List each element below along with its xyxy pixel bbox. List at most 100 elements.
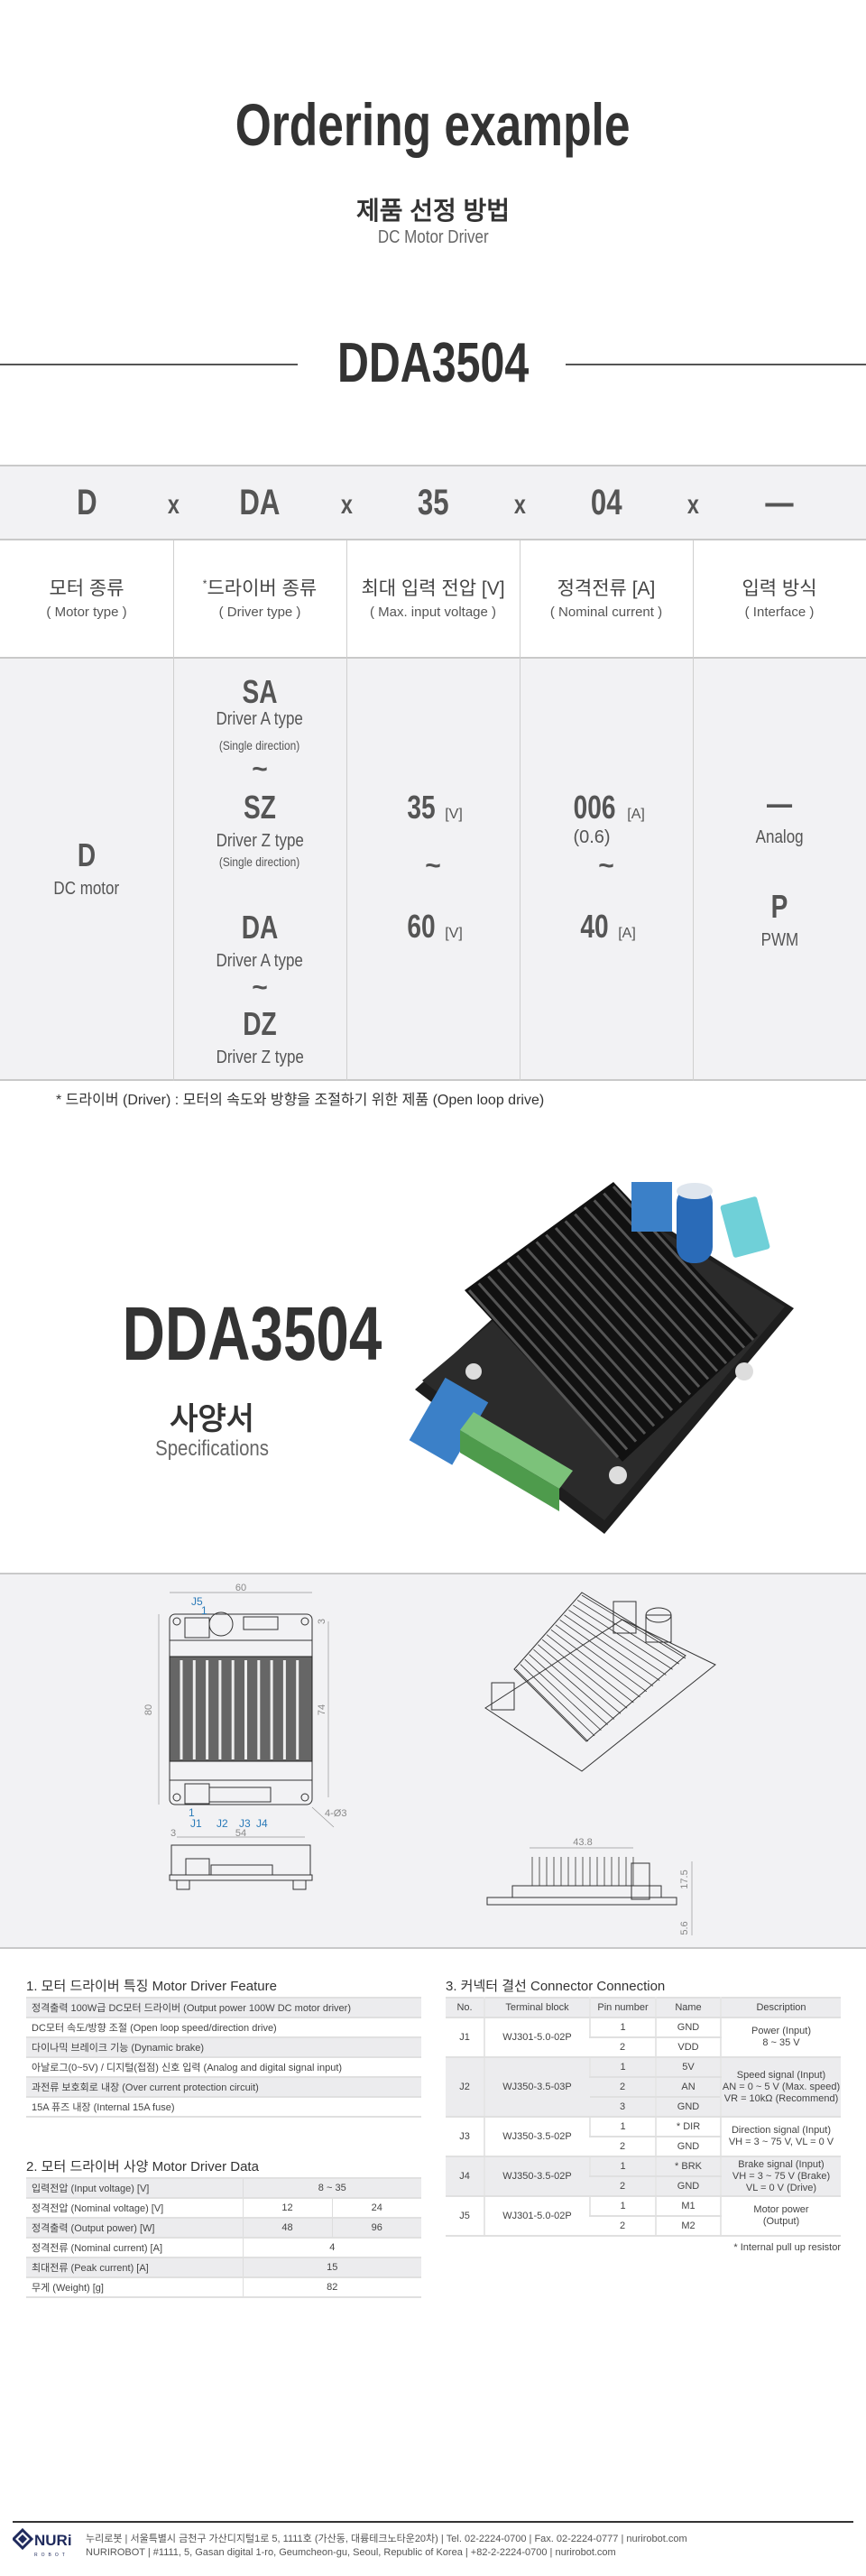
dim-height: 80	[143, 1704, 154, 1715]
heatsink-fin-row	[574, 1213, 719, 1372]
pin-number: 1	[589, 2117, 656, 2137]
heatsink-fin-row	[477, 1282, 629, 1451]
product-title-ko: 사양서	[170, 1402, 254, 1436]
spec-label: 최대전류 (Peak current) [A]	[26, 2257, 243, 2278]
heatsink-fin-row	[467, 1289, 620, 1458]
connector-note: * Internal pull up resistor	[733, 2242, 841, 2253]
iso-fin-row	[576, 1600, 680, 1665]
terminal-block: WJ301-5.0-02P	[484, 2196, 590, 2237]
dim-holes: 4-Ø3	[325, 1808, 346, 1819]
feature-row: 아날로그(0~5V) / 디지털(접점) 신호 입력 (Analog and d…	[26, 2057, 421, 2078]
code-voltage: 35	[417, 483, 449, 522]
header-interface-en: ( Interface )	[744, 605, 815, 620]
voltage-max: 60[V]	[407, 908, 463, 945]
column-header: Description	[720, 1998, 841, 2018]
column-header: Terminal block	[484, 1998, 590, 2018]
spec-value: 96	[331, 2218, 421, 2239]
interface-analog-code: —	[766, 785, 793, 822]
motor-code: D	[77, 836, 97, 873]
code-current: 04	[590, 483, 622, 522]
dim-left-margin: 3	[170, 1828, 176, 1839]
pin-name: * DIR	[655, 2117, 721, 2137]
order-code-band	[0, 465, 866, 540]
subtitle-english: DC Motor Driver	[377, 227, 489, 247]
pin-name: AN	[655, 2077, 721, 2098]
code-separator: x	[686, 490, 699, 520]
heatsink-fin-row	[535, 1241, 683, 1404]
asterisk-mark: *	[202, 577, 207, 590]
iso-fin-row	[546, 1634, 634, 1703]
current-min: 006[A]	[573, 789, 645, 826]
code-motor: D	[76, 483, 97, 522]
dim-height-top: 17.5	[679, 1870, 690, 1888]
spec-label: 입력전압 (Input voltage) [V]	[26, 2178, 243, 2199]
dim-height-bottom: 5.6	[679, 1921, 690, 1934]
pin-number: 1	[589, 2017, 656, 2038]
iso-fin-row	[533, 1648, 615, 1720]
pin-number: 2	[590, 2137, 656, 2157]
dimension-drawing-panel: 60 80 74 3 3 54 4-Ø3 J5 1 1 J1 J2 J3 J4	[0, 1573, 866, 1949]
pin-number: 1	[589, 2196, 656, 2217]
header-nominal-current: 정격전류 [A]	[557, 578, 656, 599]
svg-text:ROBOT: ROBOT	[34, 2553, 69, 2558]
label-j4: J4	[256, 1817, 268, 1830]
terminal-block: WJ350-3.5-02P	[484, 2156, 590, 2197]
label-j5-pin: 1	[201, 1604, 207, 1617]
dim-hole-span: 54	[235, 1828, 246, 1839]
heatsink-fin-row	[603, 1192, 746, 1349]
pin-description: Direction signal (Input)VH = 3 ~ 75 V, V…	[720, 2117, 841, 2157]
pin-name: GND	[655, 2097, 721, 2118]
range-tilde: ~	[252, 973, 268, 1002]
label-j1: J1	[190, 1817, 202, 1830]
spec-value: 24	[331, 2198, 421, 2219]
feature-row: 다이나믹 브레이크 기능 (Dynamic brake)	[26, 2037, 421, 2058]
pin-name: GND	[655, 2137, 721, 2157]
terminal-block: WJ350-3.5-02P	[484, 2117, 590, 2157]
spec-value: 8 ~ 35	[242, 2178, 421, 2199]
header-max-voltage: 최대 입력 전압 [V]	[361, 578, 505, 599]
column-divider	[173, 540, 174, 1081]
spec-value: 48	[242, 2218, 332, 2239]
spec-row: 입력전압 (Input voltage) [V]8 ~ 35	[26, 2178, 421, 2199]
spec-label: 정격출력 (Output power) [W]	[26, 2218, 243, 2239]
heatsink-fin-row	[525, 1247, 674, 1412]
pin-description: Motor power(Output)	[720, 2196, 841, 2237]
code-interface: —	[765, 483, 794, 522]
spec-value: 82	[242, 2277, 421, 2298]
voltage-min: 35[V]	[407, 789, 463, 826]
column-divider	[520, 540, 521, 1081]
feature-row: DC모터 속도/방향 조절 (Open loop speed/direction…	[26, 2017, 421, 2038]
pin-number: 2	[590, 2077, 656, 2098]
pin-description: Power (Input)8 ~ 35 V	[720, 2017, 841, 2058]
pin-name: GND	[655, 2017, 721, 2038]
heatsink	[465, 1182, 758, 1462]
feature-row: 정격출력 100W급 DC모터 드라이버 (Output power 100W …	[26, 1998, 421, 2018]
connector-no: J3	[446, 2117, 484, 2157]
iso-fin-row	[555, 1624, 648, 1693]
connector-title: 3. 커넥터 결선 Connector Connection	[446, 1979, 666, 1994]
feature-text: 아날로그(0~5V) / 디지털(접점) 신호 입력 (Analog and d…	[26, 2057, 421, 2078]
pin-description: Speed signal (Input)AN = 0 ~ 5 V (Max. s…	[720, 2057, 841, 2118]
pin-number: 1	[589, 2057, 656, 2078]
terminal-block: WJ350-3.5-03P	[484, 2057, 590, 2118]
top-view-drawing: 60 80 74 3 3 54 4-Ø3 J5 1 1 J1 J2 J3 J4	[143, 1583, 346, 1839]
iso-fin-row	[564, 1614, 660, 1681]
footer-address-ko: 누리로봇 | 서울특별시 금천구 가산디지털1로 5, 1111호 (가산동, …	[86, 2534, 687, 2544]
driver-sz-label: Driver Z type	[216, 831, 304, 851]
pin-number: 2	[590, 2176, 656, 2197]
iso-fin-row	[524, 1658, 602, 1731]
label-j5: J5	[191, 1595, 203, 1608]
column-divider	[346, 540, 347, 1081]
range-tilde: ~	[252, 754, 268, 784]
product-title-en: Specifications	[155, 1436, 269, 1461]
